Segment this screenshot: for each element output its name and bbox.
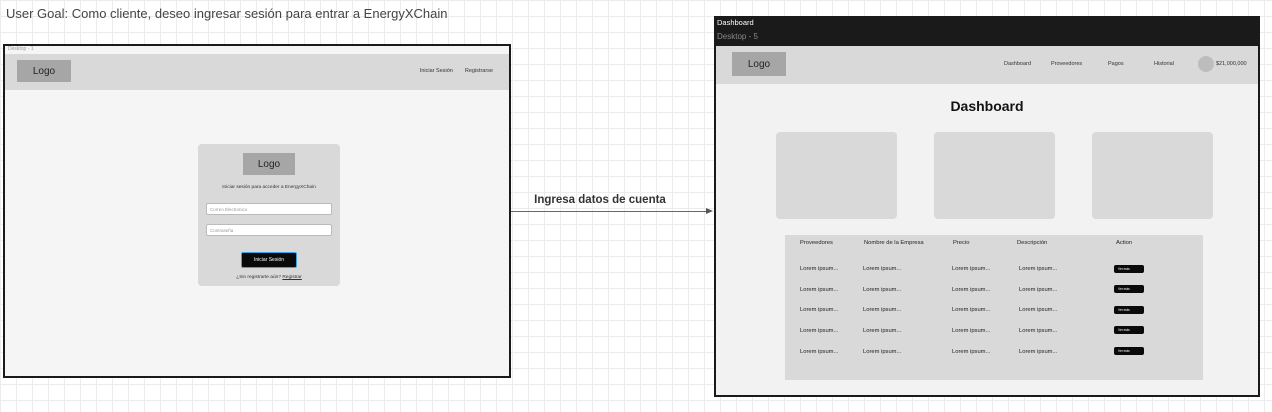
table-cell: Lorem ipsum... <box>863 307 902 313</box>
user-goal-text: User Goal: Como cliente, deseo ingresar … <box>6 6 448 21</box>
flow-arrowhead-icon <box>706 208 713 214</box>
view-more-button[interactable]: Ver más <box>1114 347 1144 355</box>
view-more-button[interactable]: Ver más <box>1114 285 1144 293</box>
register-prompt-text: ¿Sin registrarte aún? <box>236 275 281 280</box>
login-submit-button[interactable]: Iniciar Sesión <box>241 252 297 268</box>
table-cell: Lorem ipsum... <box>952 307 991 313</box>
dashboard-frame: Desktop - 5 Logo Dashboard Proveedores P… <box>714 16 1260 397</box>
email-field[interactable]: Correo Electronico <box>206 203 332 215</box>
table-cell: Lorem ipsum... <box>1019 287 1058 293</box>
table-cell: Lorem ipsum... <box>863 349 902 355</box>
account-balance: $21,000,000 <box>1216 61 1247 67</box>
table-cell: Lorem ipsum... <box>863 266 902 272</box>
providers-table: Proveedores Nombre de la Empresa Precio … <box>785 235 1203 380</box>
stat-card-2 <box>934 132 1055 219</box>
avatar[interactable] <box>1198 56 1214 72</box>
view-more-button[interactable]: Ver más <box>1114 326 1144 334</box>
register-link[interactable]: Registrar <box>282 275 302 280</box>
table-cell: Lorem ipsum... <box>952 328 991 334</box>
table-cell: Lorem ipsum... <box>1019 266 1058 272</box>
register-prompt: ¿Sin registrarte aún? Registrar <box>198 275 340 280</box>
stat-card-3 <box>1092 132 1213 219</box>
table-header: Descripción <box>1017 240 1048 246</box>
stat-card-1 <box>776 132 897 219</box>
table-cell: Lorem ipsum... <box>952 266 991 272</box>
view-more-button[interactable]: Ver más <box>1114 306 1144 314</box>
table-cell: Lorem ipsum... <box>1019 307 1058 313</box>
table-cell: Lorem ipsum... <box>863 328 902 334</box>
table-cell: Lorem ipsum... <box>952 349 991 355</box>
navbar-logo: Logo <box>17 60 71 82</box>
nav-link-history[interactable]: Historial <box>1154 61 1174 67</box>
table-header: Precio <box>953 240 970 246</box>
dashboard-frame-name: Desktop - 5 <box>717 32 758 41</box>
flow-arrow-label: Ingresa datos de cuenta <box>534 194 666 206</box>
table-cell: Lorem ipsum... <box>800 349 839 355</box>
login-card: Logo Iniciar sesión para acceder a Energ… <box>198 144 340 286</box>
nav-link-login[interactable]: Iniciar Sesión <box>419 68 453 74</box>
view-more-button[interactable]: Ver más <box>1114 265 1144 273</box>
nav-link-payments[interactable]: Pagos <box>1108 61 1124 67</box>
table-cell: Lorem ipsum... <box>800 307 839 313</box>
login-navbar: Logo Iniciar Sesión Registrarse <box>5 54 509 90</box>
nav-link-register[interactable]: Registrarse <box>464 68 493 74</box>
login-frame: Desktop - 1 Logo Iniciar Sesión Registra… <box>3 44 511 378</box>
table-header: Proveedores <box>800 240 833 246</box>
login-subtitle: Iniciar sesión para acceder a EnergyXCha… <box>222 185 316 190</box>
flow-arrow-line <box>511 211 709 212</box>
table-cell: Lorem ipsum... <box>952 287 991 293</box>
navbar-logo: Logo <box>732 52 786 76</box>
table-cell: Lorem ipsum... <box>800 287 839 293</box>
table-cell: Lorem ipsum... <box>1019 349 1058 355</box>
dashboard-navbar: Logo Dashboard Proveedores Pagos Histori… <box>716 46 1258 84</box>
table-cell: Lorem ipsum... <box>800 266 839 272</box>
page-title: Dashboard <box>950 98 1024 114</box>
password-field[interactable]: Contraseña <box>206 224 332 236</box>
nav-link-providers[interactable]: Proveedores <box>1051 61 1083 67</box>
dashboard-screen: Logo Dashboard Proveedores Pagos Histori… <box>716 46 1258 395</box>
nav-link-dashboard[interactable]: Dashboard <box>1004 61 1031 67</box>
login-frame-name: Desktop - 1 <box>8 46 34 52</box>
card-logo: Logo <box>243 153 295 175</box>
table-cell: Lorem ipsum... <box>800 328 839 334</box>
table-cell: Lorem ipsum... <box>1019 328 1058 334</box>
table-header: Nombre de la Empresa <box>864 240 924 246</box>
table-header: Action <box>1116 240 1133 246</box>
dashboard-frame-label: Dashboard <box>717 18 754 27</box>
table-cell: Lorem ipsum... <box>863 287 902 293</box>
